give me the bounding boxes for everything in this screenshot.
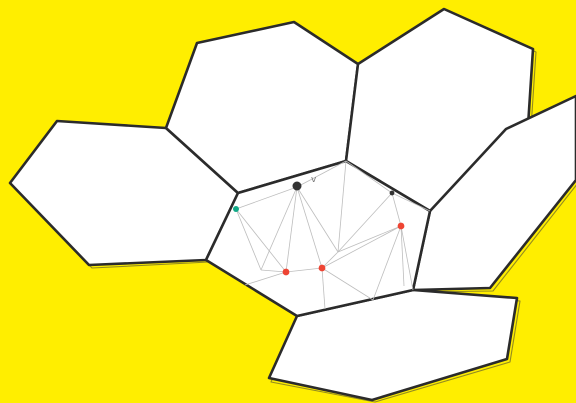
site-point-red bbox=[319, 265, 326, 272]
site-point-red bbox=[283, 269, 290, 276]
vertex-tag: v bbox=[311, 175, 317, 185]
site-point-dark bbox=[293, 182, 302, 191]
site-point-dark-small bbox=[390, 191, 395, 196]
site-point-teal bbox=[233, 206, 239, 212]
site-point-red bbox=[398, 223, 405, 230]
